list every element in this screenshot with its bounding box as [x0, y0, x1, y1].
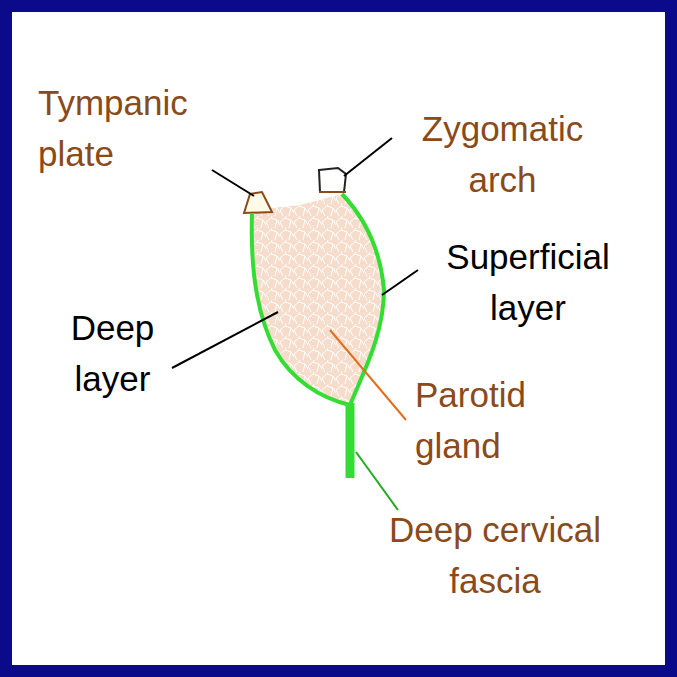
part-label: Parotid gland — [415, 370, 595, 472]
leader-line — [344, 138, 392, 176]
leader-line — [172, 312, 278, 368]
part-label: Deep layer — [40, 303, 185, 405]
leader-line — [330, 330, 406, 420]
part-label: Superficial layer — [408, 232, 648, 334]
deep-cervical-fascia — [346, 403, 355, 478]
leader-line — [212, 170, 254, 196]
leader-line — [382, 270, 418, 295]
deep-layer — [252, 214, 350, 405]
part-label: Deep cervical fascia — [340, 505, 650, 607]
tympanic-plate — [244, 192, 272, 213]
arch-base — [319, 191, 346, 193]
part-label: Zygomatic arch — [385, 104, 620, 206]
superficial-layer — [342, 194, 384, 405]
part-label: Tympanic plate — [38, 78, 228, 180]
zygomatic-arch — [319, 168, 346, 192]
leader-line — [356, 452, 398, 510]
parotid-gland — [252, 194, 384, 405]
